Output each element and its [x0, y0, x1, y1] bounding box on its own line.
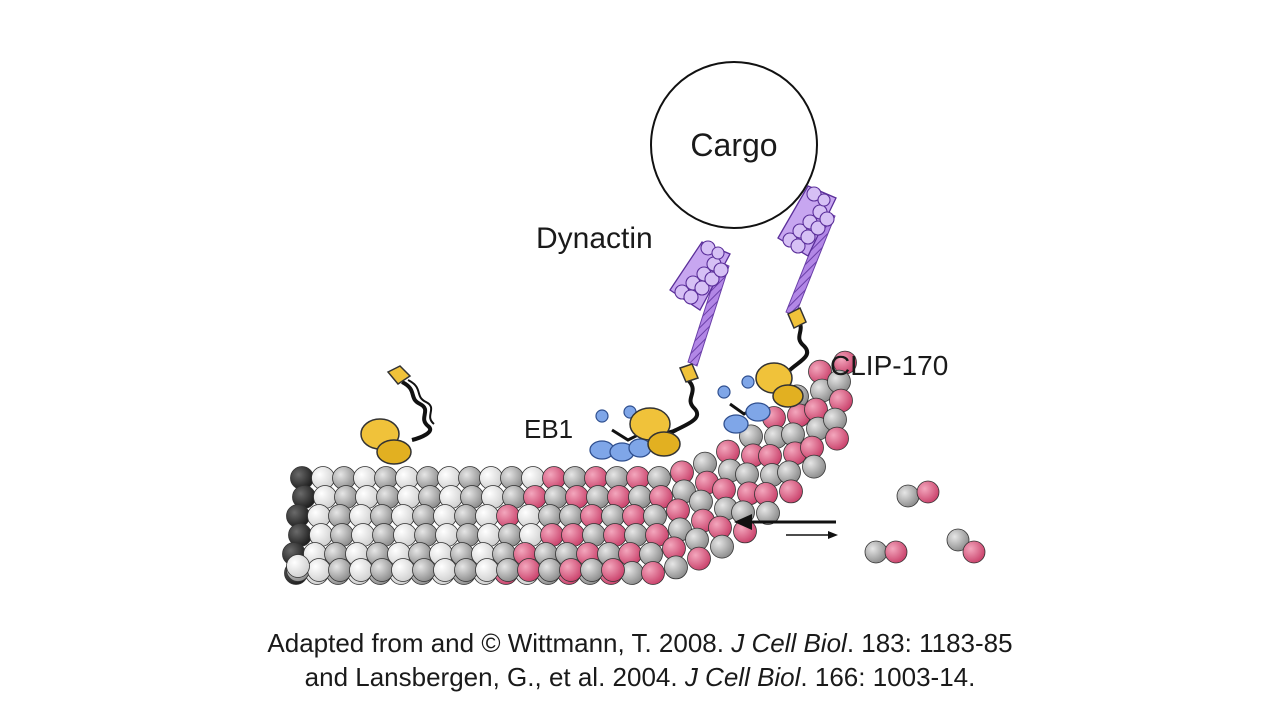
tubulin-subunit — [802, 454, 826, 479]
citation-2-volume: . 166: 1003-14. — [800, 662, 976, 692]
tubulin-subunit — [884, 540, 908, 564]
tubulin-subunit — [825, 426, 849, 451]
tubulin-subunit — [687, 546, 711, 571]
tubulin-subunit — [896, 484, 920, 508]
tubulin-subunit — [517, 558, 541, 582]
tubulin-subunit — [475, 558, 499, 582]
dynactin-label: Dynactin — [536, 222, 653, 255]
citation-1-journal: J Cell Biol — [731, 628, 847, 658]
dynactin-complex-left — [669, 240, 731, 367]
citation-line-2: and Lansbergen, G., et al. 2004. J Cell … — [0, 660, 1280, 694]
eb1-label: EB1 — [524, 414, 573, 444]
tubulin-subunit — [916, 480, 940, 504]
citation-caption: Adapted from and © Wittmann, T. 2008. J … — [0, 626, 1280, 694]
clip170-label: CLIP-170 — [830, 350, 948, 381]
tubulin-subunit — [307, 558, 331, 582]
citation-1-volume: . 183: 1183-85 — [846, 628, 1013, 658]
eb1-clip170-complex-middle — [589, 363, 700, 462]
tubulin-subunit — [370, 558, 394, 582]
tubulin-subunit — [779, 479, 803, 504]
tubulin-subunit — [710, 534, 734, 559]
citation-2-journal: J Cell Biol — [684, 662, 801, 692]
tubulin-subunit — [601, 558, 625, 582]
citation-line-1: Adapted from and © Wittmann, T. 2008. J … — [0, 626, 1280, 660]
tubulin-subunit — [391, 558, 415, 582]
tubulin-subunit — [412, 558, 436, 582]
free-tubulin-dimers — [864, 480, 986, 564]
cargo-label: Cargo — [690, 127, 777, 163]
cargo-vesicle — [650, 61, 818, 229]
tubulin-subunit — [496, 558, 520, 582]
citation-1-authors: Adapted from and © Wittmann, T. 2008. — [267, 628, 732, 658]
dynactin-complex-right — [777, 185, 837, 317]
clip170-free — [360, 365, 435, 465]
tubulin-subunit — [946, 528, 970, 552]
tubulin-subunit — [962, 540, 986, 564]
tubulin-subunit — [641, 561, 665, 585]
tubulin-subunit — [433, 558, 457, 582]
tubulin-subunit — [580, 558, 604, 582]
tubulin-subunit — [328, 558, 352, 582]
tubulin-subunit — [538, 558, 562, 582]
tubulin-subunit — [756, 501, 780, 525]
tubulin-subunit — [286, 554, 310, 578]
tubulin-subunit — [559, 558, 583, 582]
citation-2-authors: and Lansbergen, G., et al. 2004. — [304, 662, 685, 692]
tubulin-subunit — [349, 558, 373, 582]
tubulin-subunit — [454, 558, 478, 582]
eb1-clip170-complex-right — [717, 306, 810, 434]
tubulin-subunit — [864, 540, 888, 564]
microtubule-lattice — [282, 350, 857, 585]
tubulin-subunit — [664, 555, 688, 580]
polymerization-arrows — [734, 514, 838, 539]
